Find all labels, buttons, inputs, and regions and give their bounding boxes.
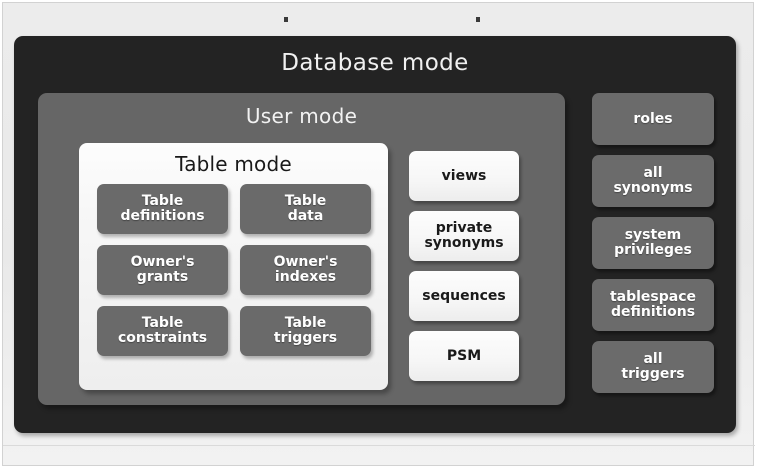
database-mode-title: Database mode bbox=[281, 50, 469, 76]
user-mode-title: User mode bbox=[245, 104, 358, 128]
dot-mark-left-icon bbox=[284, 17, 288, 22]
table-mode-title: Table mode bbox=[175, 152, 292, 176]
page-frame-rule bbox=[3, 445, 755, 446]
database-mode-panel: Database mode User mode Table mode Table… bbox=[14, 36, 736, 433]
user-object-views[interactable]: views bbox=[409, 151, 519, 201]
dot-mark-right-icon bbox=[476, 17, 480, 22]
database-object-roles[interactable]: roles bbox=[592, 93, 714, 145]
user-object-sequences[interactable]: sequences bbox=[409, 271, 519, 321]
user-object-psm[interactable]: PSM bbox=[409, 331, 519, 381]
